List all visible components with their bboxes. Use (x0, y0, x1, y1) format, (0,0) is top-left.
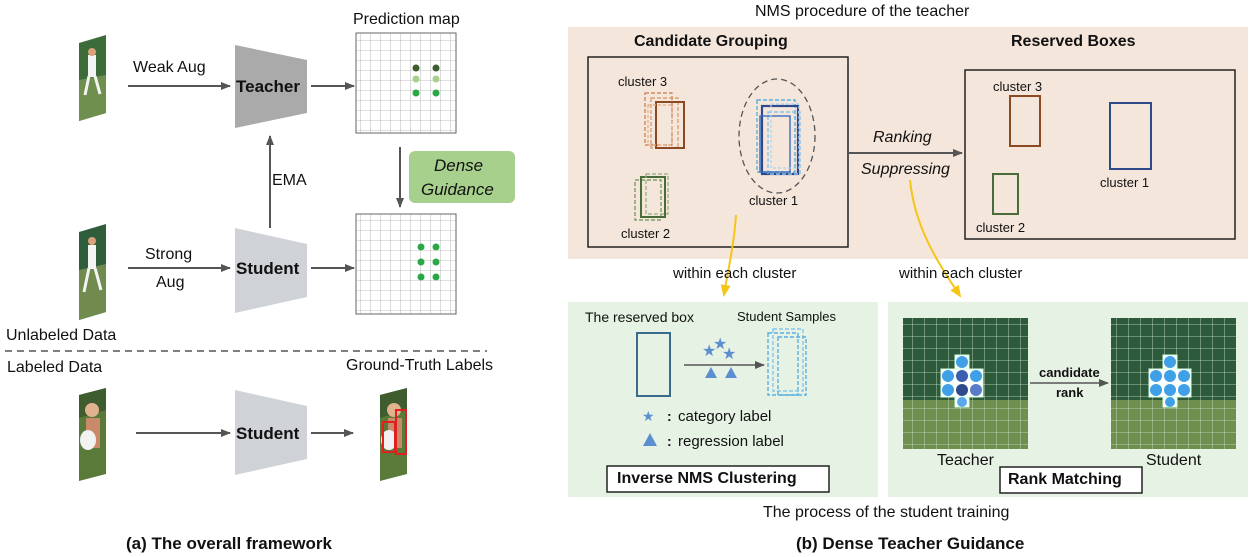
reserved-boxes-title: Reserved Boxes (1011, 33, 1136, 50)
left-caption: (a) The overall framework (126, 534, 332, 553)
inverse-nms-label-box (606, 465, 830, 493)
dense-guidance-label-line2: Guidance (421, 180, 494, 199)
rank-matching-label: Rank Matching (1008, 471, 1122, 488)
cluster2-candidates (634, 173, 669, 221)
child-photo-labeled (79, 388, 106, 481)
rank-teacher-label: Teacher (937, 452, 994, 469)
rank-teacher-photo (903, 318, 1028, 449)
cluster1-label: cluster 1 (749, 193, 799, 208)
tennis-photo-strong (79, 224, 106, 320)
cluster3-candidates (644, 92, 685, 149)
strong-aug-label-line1: Strong (145, 246, 193, 263)
nms-panel (568, 27, 1248, 259)
reserved-cluster2-box (992, 173, 1019, 215)
weak-aug-label: Weak Aug (133, 59, 206, 76)
category-label-text: category label (678, 408, 772, 425)
reserved-box-shape (636, 332, 671, 397)
star-icons: ★ ★ ★ (702, 334, 736, 363)
reserved-box-label: The reserved box (585, 309, 694, 325)
prediction-map-label: Prediction map (353, 11, 460, 28)
category-colon: : (667, 408, 672, 424)
regression-triangle-icon (643, 433, 657, 446)
dense-guidance-box (409, 151, 515, 203)
arrow-within-cluster-2 (909, 179, 962, 298)
inverse-nms-label: Inverse NMS Clustering (617, 470, 797, 487)
ranking-label: Ranking (873, 129, 932, 146)
unlabeled-data-label: Unlabeled Data (6, 327, 117, 344)
reserved-cluster1-box (1109, 102, 1152, 170)
suppressing-label: Suppressing (861, 161, 950, 178)
within-cluster-label-2: within each cluster (899, 265, 1023, 282)
rank-matching-label-box (999, 466, 1143, 494)
regression-label-text: regression label (678, 433, 784, 450)
reserved-cluster3-label: cluster 3 (993, 79, 1043, 94)
student-labeled-label: Student (236, 424, 300, 443)
category-star-icon: ★ (642, 409, 655, 425)
tennis-photo-weak (79, 35, 106, 121)
cluster1-candidates (738, 78, 816, 194)
reserved-cluster3-box (1009, 95, 1041, 147)
student-labeled-network-shape (235, 390, 307, 475)
strong-aug-label-line2: Aug (156, 274, 185, 291)
student-label: Student (236, 259, 300, 278)
within-cluster-label-1: within each cluster (673, 265, 797, 282)
nms-title: NMS procedure of the teacher (755, 3, 970, 20)
arrow-within-cluster-1 (720, 214, 737, 297)
child-photo-ground-truth (380, 388, 407, 481)
candidate-rank-line2: rank (1056, 385, 1084, 400)
reserved-cluster1-label: cluster 1 (1100, 175, 1150, 190)
student-network-shape (235, 228, 307, 313)
dense-guidance-label-line1: Dense (434, 156, 484, 175)
inverse-nms-panel (568, 302, 878, 497)
triangle-icons (705, 367, 737, 378)
student-training-label: The process of the student training (763, 504, 1010, 521)
candidate-rank-line1: candidate (1039, 365, 1100, 380)
right-caption: (b) Dense Teacher Guidance (796, 534, 1025, 553)
ema-label: EMA (272, 172, 307, 189)
teacher-label: Teacher (236, 77, 300, 96)
student-samples-shape (767, 328, 807, 396)
student-samples-label: Student Samples (737, 309, 837, 324)
rank-student-photo (1111, 318, 1236, 449)
candidate-grouping-title: Candidate Grouping (634, 33, 788, 50)
labeled-data-label: Labeled Data (7, 359, 103, 376)
svg-text:★: ★ (713, 334, 727, 353)
ground-truth-label: Ground-Truth Labels (346, 357, 494, 374)
cluster3-label: cluster 3 (618, 74, 668, 89)
reserved-cluster2-label: cluster 2 (976, 220, 1026, 235)
reserved-boxes-box (964, 69, 1236, 240)
rank-student-label: Student (1146, 452, 1202, 469)
teacher-network-shape (235, 45, 307, 128)
svg-text:★: ★ (722, 344, 736, 363)
svg-text:★: ★ (702, 341, 716, 360)
regression-colon: : (667, 433, 672, 449)
cluster2-label: cluster 2 (621, 226, 671, 241)
